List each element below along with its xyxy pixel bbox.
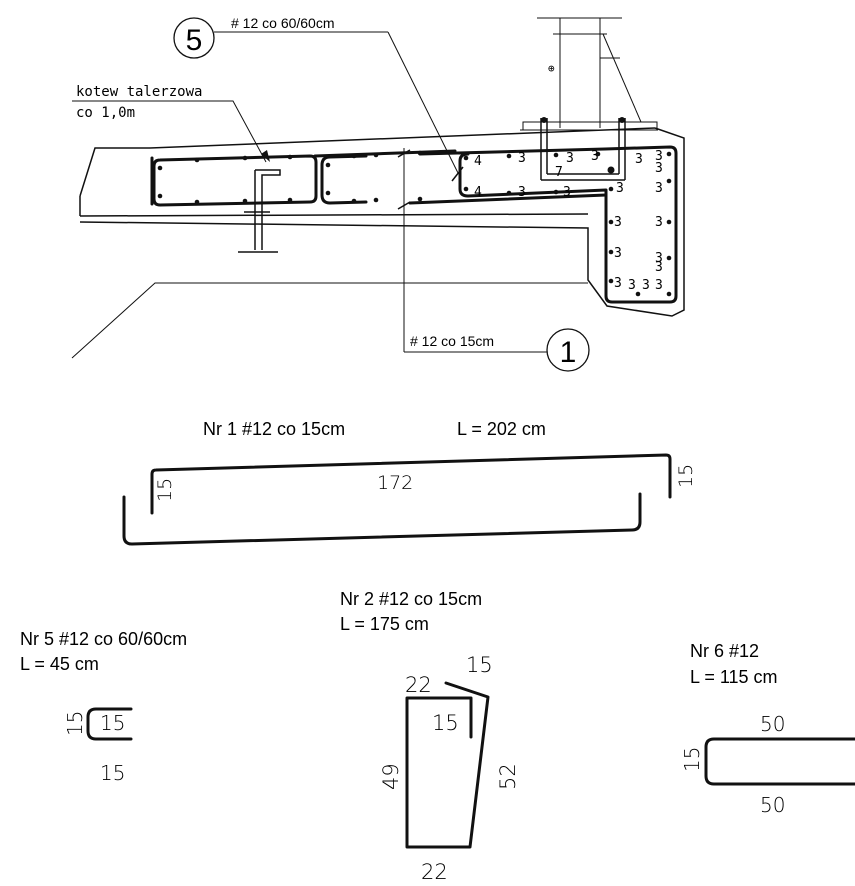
callout-1: 1 # 12 co 15cm	[397, 148, 590, 372]
anchor-note-line: co 1,0m	[76, 105, 135, 121]
bar-mark: 3	[655, 149, 663, 164]
dim-label: 15	[675, 464, 697, 488]
bar-mark: 3	[614, 215, 622, 230]
anchor-note: kotew talerzowa co 1,0m	[76, 84, 202, 121]
bar-mark: 3	[563, 185, 571, 200]
bar-mark: 3	[591, 149, 599, 164]
bar-nr2: Nr 2 #12 co 15cm L = 175 cm 22 15 15 49 …	[340, 589, 520, 884]
bar-mark: 3	[655, 181, 663, 196]
anchor-bolts	[540, 117, 626, 181]
bolt-symbol-icon: ⊕	[548, 62, 555, 75]
bar-mark: 3	[655, 215, 663, 230]
callout-number: 1	[560, 336, 577, 369]
bar-length: L = 175 cm	[340, 614, 429, 634]
bar-mark: 3	[635, 152, 643, 167]
bar-mark: 3	[614, 276, 622, 291]
dim-label: 49	[379, 763, 403, 790]
bar-mark: 3	[518, 185, 526, 200]
dim-label: 15	[100, 761, 125, 785]
callout-5: 5 # 12 co 60/60cm	[173, 15, 464, 182]
dim-label: 22	[405, 673, 432, 697]
dim-label: 15	[100, 711, 125, 735]
bar-nr1: Nr 1 #12 co 15cm L = 202 cm 172 15 15	[122, 419, 697, 546]
rebar-stirrups	[150, 145, 678, 304]
dim-label: 15	[63, 711, 87, 736]
dim-label: 50	[760, 712, 785, 736]
bar-mark: 3	[655, 251, 663, 266]
dim-label: 52	[496, 763, 520, 790]
bar-marks: 4 4 3 3 3 3 3 7 3 3 3 3 3 3 3 3 3 3 3 3 …	[474, 149, 663, 293]
bar-length: L = 45 cm	[20, 654, 99, 674]
bar-title: Nr 5 #12 co 60/60cm	[20, 629, 187, 649]
bar-mark: 3	[655, 161, 663, 176]
anchor-note-line: kotew talerzowa	[76, 84, 202, 100]
bar-nr6: Nr 6 #12 L = 115 cm 50 50 15	[680, 641, 855, 817]
dim-label: 15	[680, 747, 704, 772]
bar-nr5: Nr 5 #12 co 60/60cm L = 45 cm 15 15 15	[20, 629, 187, 785]
bar-mark: 3	[655, 278, 663, 293]
bar-mark: 3	[616, 181, 624, 196]
bar-mark: 7	[555, 165, 563, 180]
bar-length: L = 115 cm	[690, 667, 778, 687]
bar-mark: 3	[628, 278, 636, 293]
bar-mark: 3	[566, 151, 574, 166]
steel-post: ⊕	[520, 17, 658, 131]
slab-outline	[71, 127, 685, 359]
bar-title: Nr 6 #12	[690, 641, 759, 661]
bar-title: Nr 2 #12 co 15cm	[340, 589, 482, 609]
longitudinal-bars	[157, 150, 672, 297]
dim-label: 172	[377, 472, 413, 494]
callout-label: # 12 co 15cm	[410, 333, 494, 349]
dim-label: 15	[432, 711, 459, 735]
dim-label: 15	[466, 653, 493, 677]
bar-mark: 3	[642, 278, 650, 293]
bar-mark: 4	[474, 185, 482, 200]
dim-label: 50	[760, 793, 785, 817]
bar-mark: 4	[474, 154, 482, 169]
bar-mark: 3	[518, 151, 526, 166]
dim-label: 15	[154, 478, 176, 502]
bar-length: L = 202 cm	[457, 419, 546, 439]
dim-label: 22	[421, 860, 448, 884]
bar-mark: 3	[655, 260, 663, 275]
callout-number: 5	[186, 24, 203, 57]
plate-anchor	[72, 100, 281, 253]
bar-mark: 3	[614, 246, 622, 261]
bar-title: Nr 1 #12 co 15cm	[203, 419, 345, 439]
callout-label: # 12 co 60/60cm	[231, 15, 335, 31]
